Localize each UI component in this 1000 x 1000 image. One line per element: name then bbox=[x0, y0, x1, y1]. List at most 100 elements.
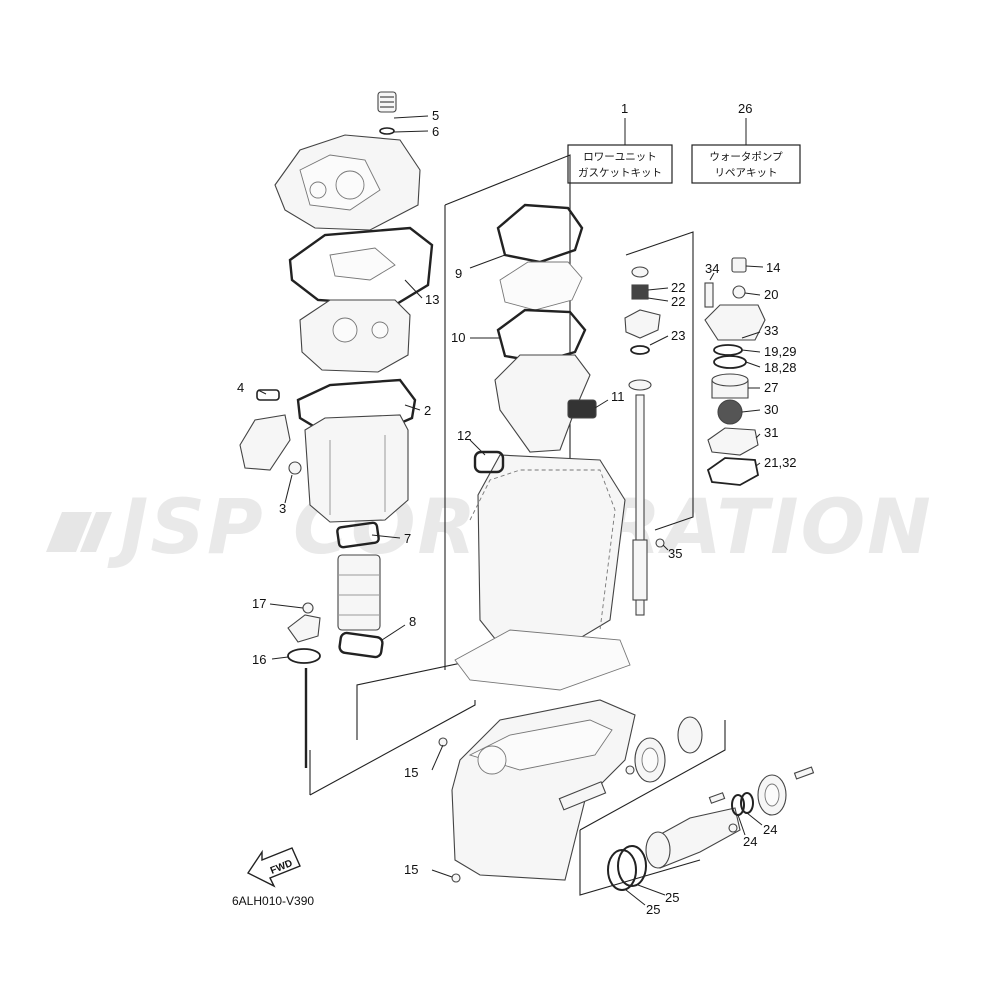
shaft-spline-icon bbox=[632, 539, 648, 601]
shaft-cap-icon bbox=[631, 266, 649, 278]
part-17-bracket-icon bbox=[287, 614, 321, 643]
callout-3: 3 bbox=[279, 501, 286, 516]
callout-30: 30 bbox=[764, 402, 778, 417]
part-20-icon bbox=[732, 285, 746, 299]
gasket-4-icon bbox=[256, 389, 280, 401]
callout-7: 7 bbox=[404, 531, 411, 546]
diagram-code: 6ALH010-V390 bbox=[232, 894, 314, 908]
propeller-shaft-icon bbox=[558, 781, 607, 811]
kit-1-box bbox=[567, 144, 673, 184]
housing-main-icon bbox=[477, 454, 626, 651]
frame-gear-lower bbox=[579, 830, 701, 896]
part-water-pump bbox=[655, 257, 766, 548]
bolt-15a-icon bbox=[438, 737, 448, 747]
kit-1-line1: ロワーユニット bbox=[583, 151, 657, 163]
callout-9: 9 bbox=[455, 266, 462, 281]
gasket-13-inner bbox=[329, 247, 396, 281]
lower-casing-icon bbox=[451, 699, 636, 881]
callout-2: 2 bbox=[424, 403, 431, 418]
callout-4: 4 bbox=[237, 380, 244, 395]
callout-22b: 22 bbox=[671, 294, 685, 309]
callout-25a: 25 bbox=[665, 890, 679, 905]
part-plug bbox=[377, 91, 397, 135]
kit-1-line2: ガスケットキット bbox=[578, 167, 662, 179]
frame-gear-upper bbox=[579, 720, 726, 831]
bolt-15b-icon bbox=[451, 873, 461, 883]
callout-15a: 15 bbox=[404, 765, 418, 780]
kit-26-number: 26 bbox=[738, 101, 752, 116]
callout-33: 33 bbox=[764, 323, 778, 338]
oil-seal-24b-icon bbox=[740, 792, 754, 814]
grommet-12-icon bbox=[473, 450, 505, 474]
gasket-8-icon bbox=[338, 631, 384, 659]
kit-26-box bbox=[691, 144, 801, 184]
gasket-7-icon bbox=[336, 521, 380, 549]
bearing-icon bbox=[677, 716, 703, 754]
callout-31: 31 bbox=[764, 425, 778, 440]
bolt-34-icon bbox=[704, 282, 714, 308]
bearing-housing-icon bbox=[624, 309, 661, 339]
kit-26-line2: リペアキット bbox=[715, 167, 778, 179]
part-exhaust-guide bbox=[274, 134, 421, 231]
gasket-21-icon bbox=[706, 457, 760, 486]
frame-lower-left bbox=[309, 700, 476, 796]
watermark-logo-icon bbox=[46, 512, 112, 552]
part-upper-casing bbox=[304, 414, 409, 523]
callout-23: 23 bbox=[671, 328, 685, 343]
leader-lines bbox=[257, 115, 764, 906]
callout-19-29: 19,29 bbox=[764, 344, 797, 359]
part-exhaust-tube bbox=[337, 554, 381, 631]
oring-23-icon bbox=[630, 345, 650, 355]
part-gear-set bbox=[625, 716, 703, 783]
upper-casing-icon bbox=[304, 414, 409, 523]
plate-31-icon bbox=[707, 427, 759, 456]
callout-13: 13 bbox=[425, 292, 439, 307]
frame-water-pump bbox=[625, 231, 694, 531]
callout-18-28: 18,28 bbox=[764, 360, 797, 375]
callout-35: 35 bbox=[668, 546, 682, 561]
callout-numbers: 5 6 13 4 2 3 7 17 8 16 9 10 11 12 14 34 … bbox=[237, 108, 797, 917]
seal-11-icon bbox=[567, 399, 597, 419]
housing-dashed bbox=[469, 469, 616, 631]
washer-icon bbox=[379, 127, 395, 135]
callout-21-32: 21,32 bbox=[764, 455, 797, 470]
part-lower-casing bbox=[438, 699, 636, 883]
part-upper-case-block bbox=[299, 299, 411, 373]
callout-12: 12 bbox=[457, 428, 471, 443]
callout-22a: 22 bbox=[671, 280, 685, 295]
bolt-3-icon bbox=[288, 461, 302, 475]
callout-27: 27 bbox=[764, 380, 778, 395]
kit-26: 26 ウォータポンプ リペアキット bbox=[691, 101, 801, 184]
gasket-10-icon bbox=[496, 308, 587, 364]
callout-6: 6 bbox=[432, 124, 439, 139]
washer-shaft-icon bbox=[628, 379, 652, 391]
callout-10: 10 bbox=[451, 330, 465, 345]
bolt-ring-icon bbox=[793, 766, 815, 780]
plate-icon bbox=[499, 261, 583, 311]
gasket-9-icon bbox=[496, 203, 584, 264]
callout-16: 16 bbox=[252, 652, 266, 667]
callout-25b: 25 bbox=[646, 902, 660, 917]
part-14-icon bbox=[731, 257, 747, 273]
exhaust-tube-icon bbox=[337, 554, 381, 631]
fwd-arrow: FWD bbox=[246, 847, 301, 888]
kit-1-number: 1 bbox=[621, 101, 628, 116]
bracket-icon bbox=[239, 414, 291, 471]
callout-5: 5 bbox=[432, 108, 439, 123]
bearing-22-icon bbox=[631, 284, 649, 300]
part-drive-shaft bbox=[624, 266, 661, 616]
pump-housing-icon bbox=[704, 304, 766, 341]
callout-24b: 24 bbox=[743, 834, 757, 849]
oring-25b-icon bbox=[617, 845, 647, 887]
callout-11: 11 bbox=[611, 389, 625, 404]
gasket-2-icon bbox=[296, 378, 417, 434]
kit-1: 1 ロワーユニット ガスケットキット bbox=[567, 101, 673, 184]
callout-14: 14 bbox=[766, 260, 780, 275]
oring-19-icon bbox=[713, 344, 743, 356]
gasket-13-icon bbox=[288, 226, 434, 307]
housing-base-icon bbox=[454, 629, 631, 691]
shaft-icon bbox=[635, 394, 645, 616]
oring-25a-icon bbox=[607, 849, 637, 891]
part-17-icon bbox=[302, 602, 314, 614]
